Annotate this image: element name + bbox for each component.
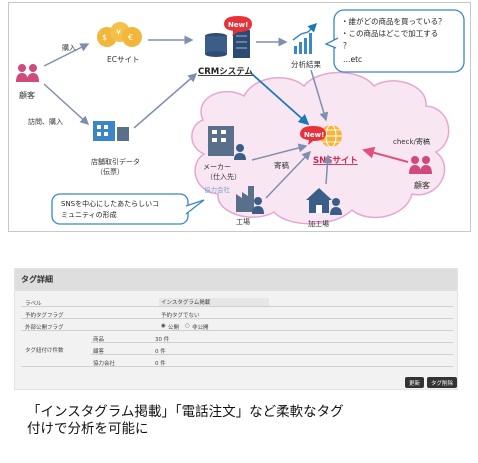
maker-building-icon — [208, 126, 246, 160]
screen-header: タグ詳細 — [15, 269, 457, 291]
svg-text:・この商品はどこで加工する: ・この商品はどこで加工する — [341, 28, 438, 38]
count-row-product: 商品 30 件 — [91, 333, 453, 343]
crm-server-icon — [205, 30, 250, 58]
count-row-name: 商品 — [93, 337, 105, 343]
public-on-label: 公開 — [168, 325, 180, 331]
arrow-maker-sns — [251, 143, 308, 161]
factory-icon — [236, 186, 264, 214]
count-row-customer: 顧客 0 件 — [91, 345, 453, 355]
update-button[interactable]: 更新 — [405, 377, 425, 388]
store-data-line1: 店舗取引データ — [91, 157, 140, 166]
label-row: ラベル インスタグラム掲載 — [21, 297, 453, 307]
count-row-partner: 協力会社 0 件 — [91, 357, 453, 367]
globe-icon — [320, 124, 342, 148]
ec-site-icon: $ ¥ € — [97, 22, 142, 47]
analysis-bubble: ・誰がどの商品を買っている？ ・この商品はどこで加工する ？ …etc — [324, 9, 465, 73]
tag-detail-screenshot: タグ詳細 ラベル インスタグラム掲載 予約タグフラグ 予約タグでない 外部公開フ… — [14, 268, 458, 390]
arrow-store-crm — [133, 73, 198, 129]
count-row-name: 顧客 — [93, 349, 105, 355]
caption: 「インスタグラム掲載」「電話注文」など柔軟なタグ 付けで分析を可能に — [27, 404, 447, 438]
public-row: 外部公開フラグ ◉ 公開 ○ 非公開 — [21, 321, 453, 331]
sns-cloud — [191, 71, 450, 225]
crm-diagram: 顧客 $ ¥ € ECサイト 店舗取引データ （伝票） 購入 訪問、購入 New — [8, 2, 471, 232]
contribute-label: 寄稿 — [274, 160, 289, 170]
customer-left-label: 顧客 — [19, 90, 35, 100]
svg-text:ミュニティの形成: ミュニティの形成 — [61, 210, 117, 219]
svg-text:…etc: …etc — [343, 55, 362, 64]
public-off-label: 非公開 — [192, 325, 209, 331]
svg-text:New!: New! — [304, 131, 324, 139]
arrow-factory-sns — [265, 150, 312, 199]
analysis-label: 分析結果 — [291, 59, 321, 69]
svg-text:¥: ¥ — [116, 28, 121, 37]
arrow-customer-store — [43, 83, 90, 126]
count-row-name: 協力会社 — [93, 361, 116, 367]
caption-line2: 付けで分析を可能に — [27, 421, 149, 437]
public-on-radio[interactable]: ◉ — [161, 323, 166, 329]
arrow-crm-sns — [251, 73, 310, 126]
public-key: 外部公開フラグ — [25, 325, 64, 331]
svg-text:・誰がどの商品を買っている？: ・誰がどの商品を買っている？ — [341, 16, 446, 26]
reserved-value: 予約タグでない — [161, 313, 200, 319]
arrow-customer-ec — [43, 43, 90, 67]
maker-line1: メーカー — [203, 163, 231, 171]
label-key: ラベル — [25, 301, 42, 307]
processing-plant-label: 加工場 — [308, 219, 329, 228]
arrow-customer-sns — [362, 146, 409, 163]
svg-text:$: $ — [102, 33, 107, 42]
ec-site-label: ECサイト — [107, 55, 139, 64]
store-building-icon — [93, 121, 129, 141]
crm-label: CRMシステム — [198, 67, 253, 77]
new-badge-sns: New! — [300, 126, 326, 145]
label-value-field[interactable]: インスタグラム掲載 — [159, 298, 269, 306]
count-row-value: 0 件 — [155, 349, 166, 355]
check-contribute-label: check/寄稿 — [393, 137, 430, 146]
sns-label: SNSサイト — [313, 156, 358, 166]
arrow-plant-sns — [322, 154, 332, 185]
reserved-key: 予約タグフラグ — [25, 313, 64, 319]
svg-text:SNSを中心にしたあたらしいコ: SNSを中心にしたあたらしいコ — [61, 199, 159, 208]
maker-line2: （仕入先） — [206, 172, 241, 181]
store-data-line2: （伝票） — [96, 167, 124, 176]
screen-title: タグ詳細 — [21, 275, 53, 284]
arrow-analysis-sns — [310, 69, 329, 122]
purchase-label: 購入 — [62, 43, 76, 52]
customer-left-icon — [16, 64, 39, 82]
svg-text:New!: New! — [228, 21, 248, 29]
count-row-value: 0 件 — [155, 361, 166, 367]
customer-right-icon — [409, 156, 432, 174]
count-row-value: 30 件 — [155, 337, 170, 343]
partner-label: 協力会社 — [204, 185, 231, 194]
caption-line1: 「インスタグラム掲載」「電話注文」など柔軟なタグ — [27, 404, 344, 420]
new-badge-crm: New! — [224, 16, 252, 36]
factory-label: 工場 — [236, 217, 250, 226]
chart-growth-icon — [292, 22, 318, 54]
visit-purchase-label: 訪問、購入 — [28, 117, 63, 126]
svg-text:€: € — [128, 33, 133, 42]
house-icon — [306, 188, 342, 215]
customer-right-label: 顧客 — [414, 180, 430, 190]
svg-text:？: ？ — [343, 41, 351, 50]
reserved-row: 予約タグフラグ 予約タグでない — [21, 309, 453, 319]
public-off-radio[interactable]: ○ — [185, 323, 190, 329]
community-callout: SNSを中心にしたあたらしいコ ミュニティの形成 — [51, 193, 205, 225]
delete-tag-button[interactable]: タグ削除 — [427, 377, 457, 388]
count-key: タグ紐付け件数 — [25, 348, 64, 354]
